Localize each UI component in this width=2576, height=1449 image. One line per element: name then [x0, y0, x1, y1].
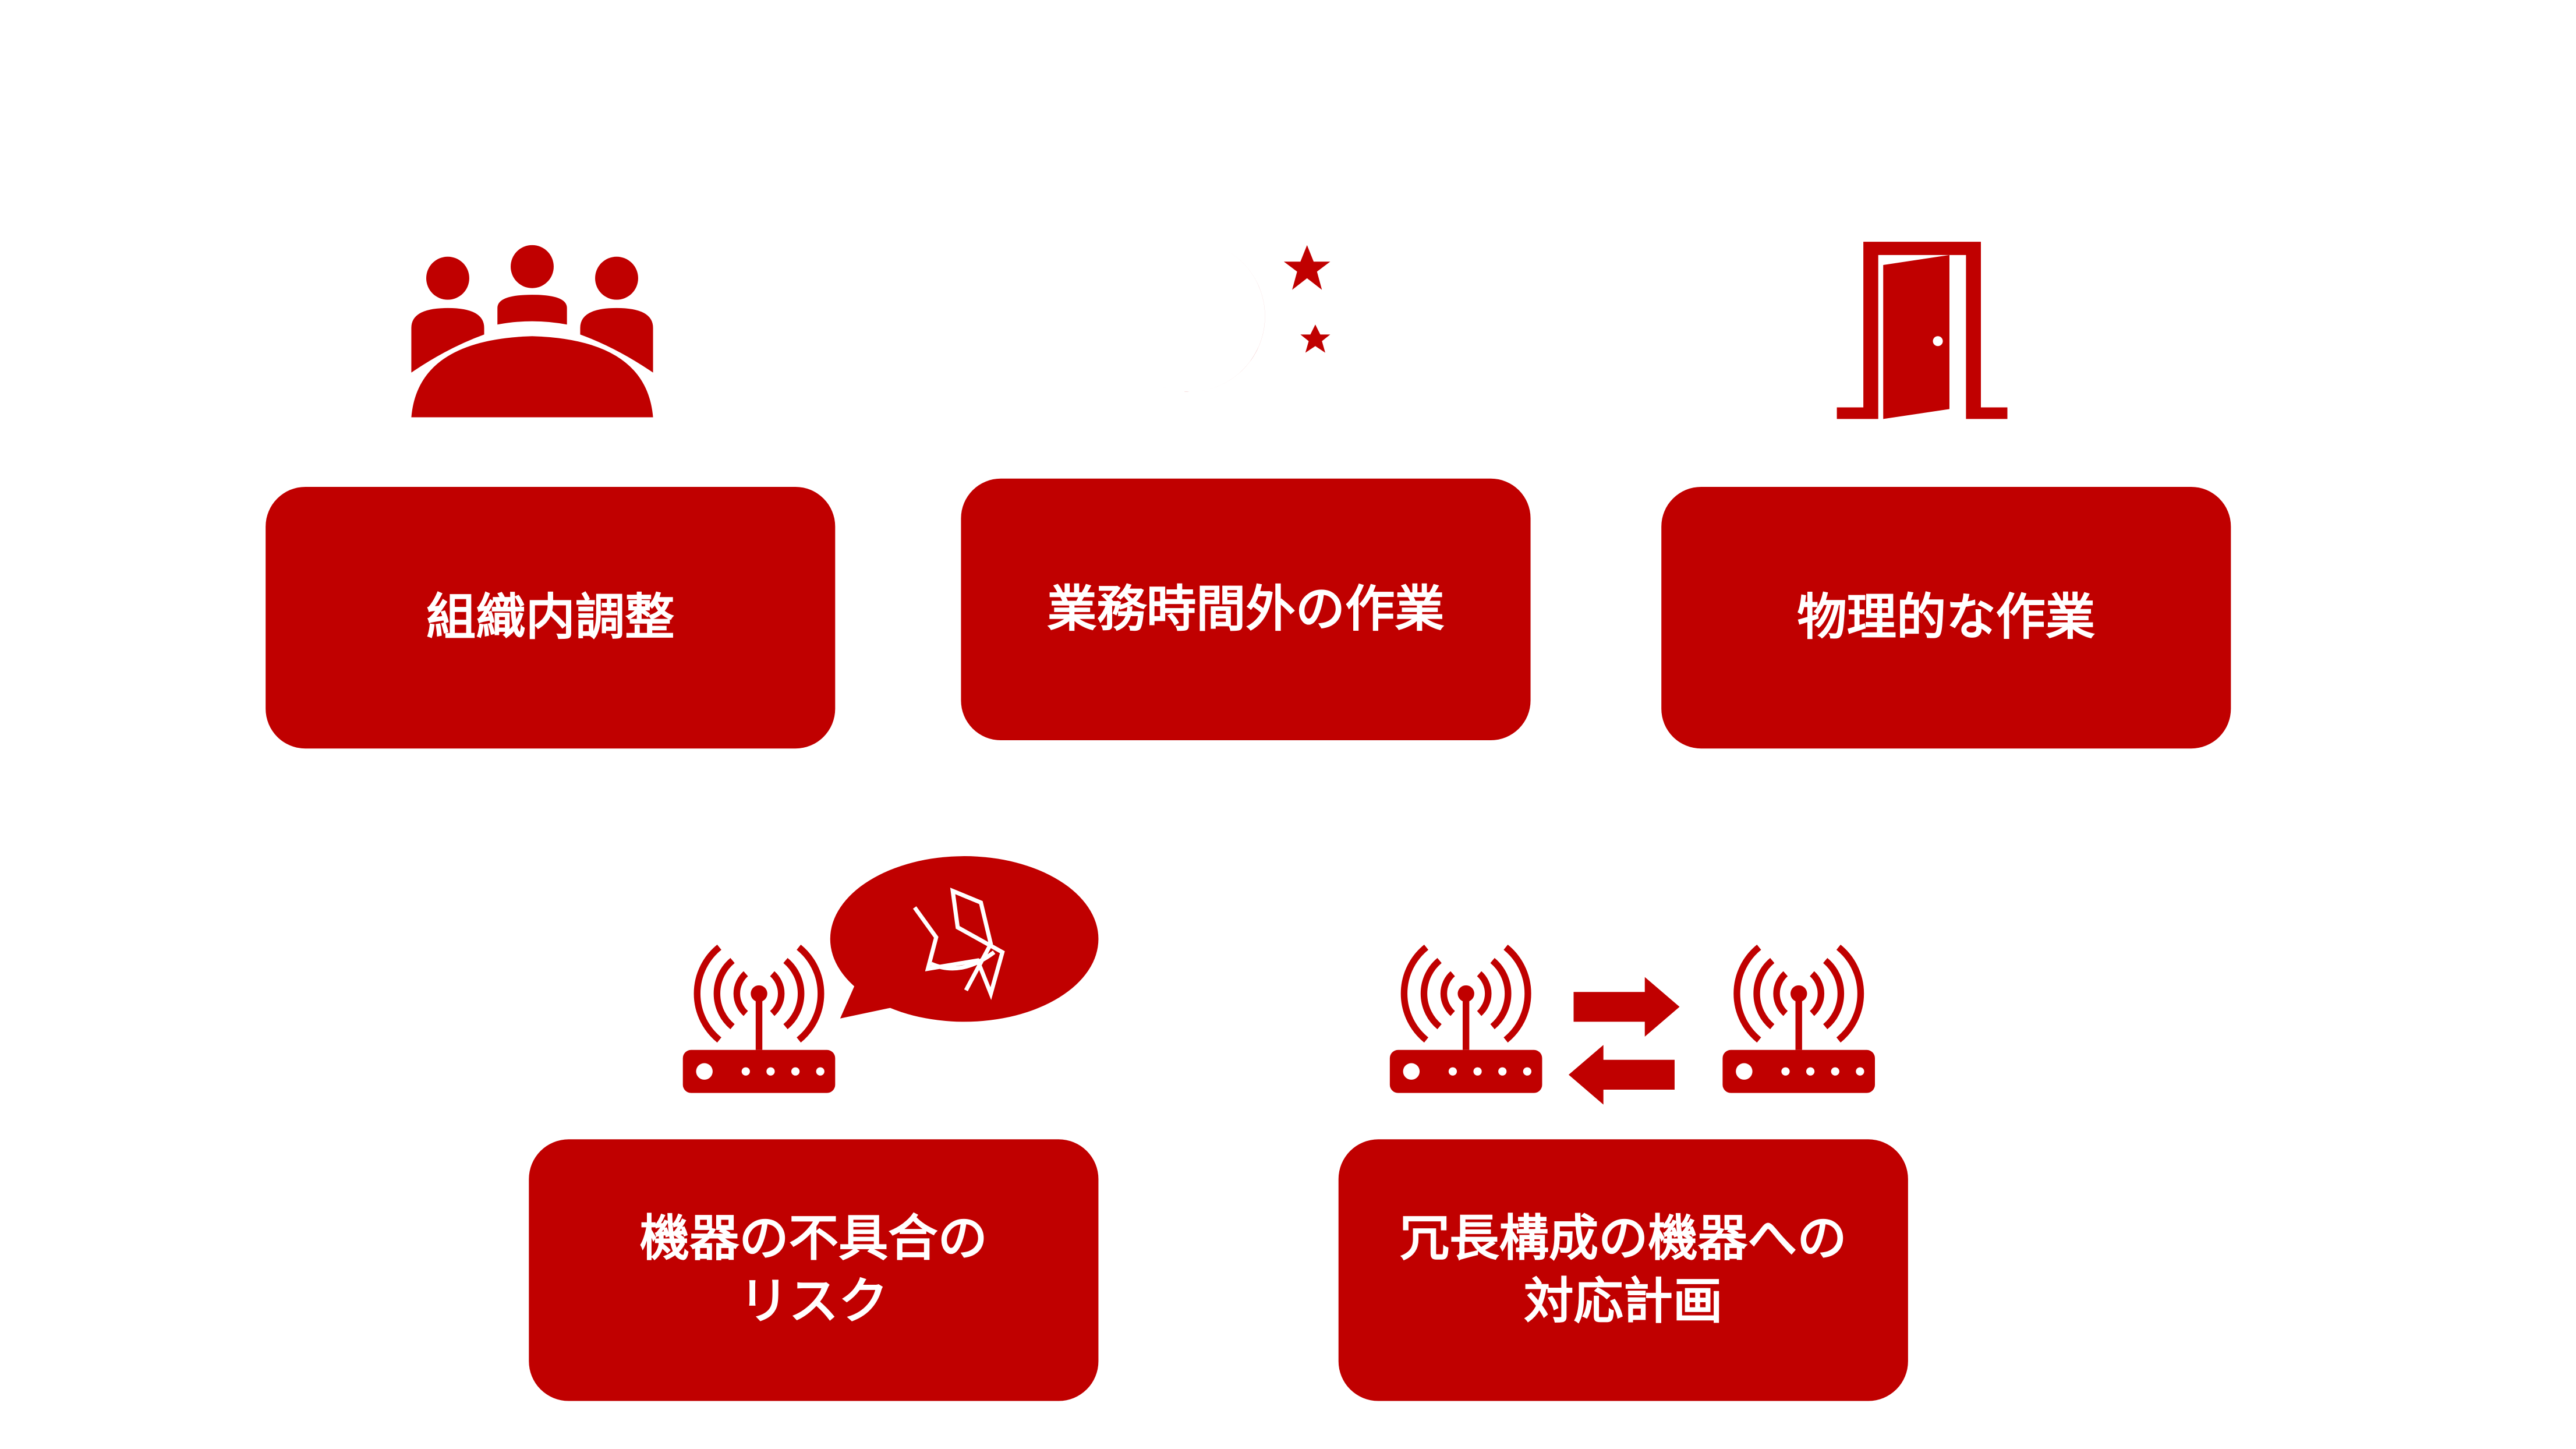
router-icon: [683, 947, 836, 1093]
card-label-line: リスク: [739, 1273, 888, 1330]
arrow-right-icon: [1573, 977, 1680, 1037]
router-failover-icon: [1390, 947, 1875, 1105]
moon-stars-icon: [1156, 245, 1331, 392]
router-icon: [1390, 947, 1542, 1093]
card-label-line: 機器の不具合の: [640, 1210, 988, 1267]
speech-bubble-icon: [830, 856, 1099, 1022]
card-device-failure-risk: 機器の不具合の リスク: [529, 1139, 1099, 1401]
card-label-line: 対応計画: [1524, 1273, 1722, 1330]
card-label-line: 冗長構成の機器への: [1400, 1210, 1847, 1267]
arrow-left-icon: [1568, 1045, 1675, 1105]
card-redundancy-plan: 冗長構成の機器への 対応計画: [1338, 1139, 1908, 1401]
router-icon: [1722, 947, 1875, 1093]
card-label: 組織内調整: [426, 589, 674, 646]
card-internal-coordination: 組織内調整: [266, 486, 836, 749]
card-after-hours-work: 業務時間外の作業: [961, 478, 1531, 741]
card-label: 業務時間外の作業: [1047, 581, 1444, 638]
router-speech-bubble-icon: [683, 856, 1099, 1093]
card-label: 物理的な作業: [1797, 589, 2095, 646]
meeting-people-icon: [411, 245, 653, 418]
card-physical-work: 物理的な作業: [1661, 486, 2231, 749]
open-door-icon: [1837, 242, 2008, 419]
